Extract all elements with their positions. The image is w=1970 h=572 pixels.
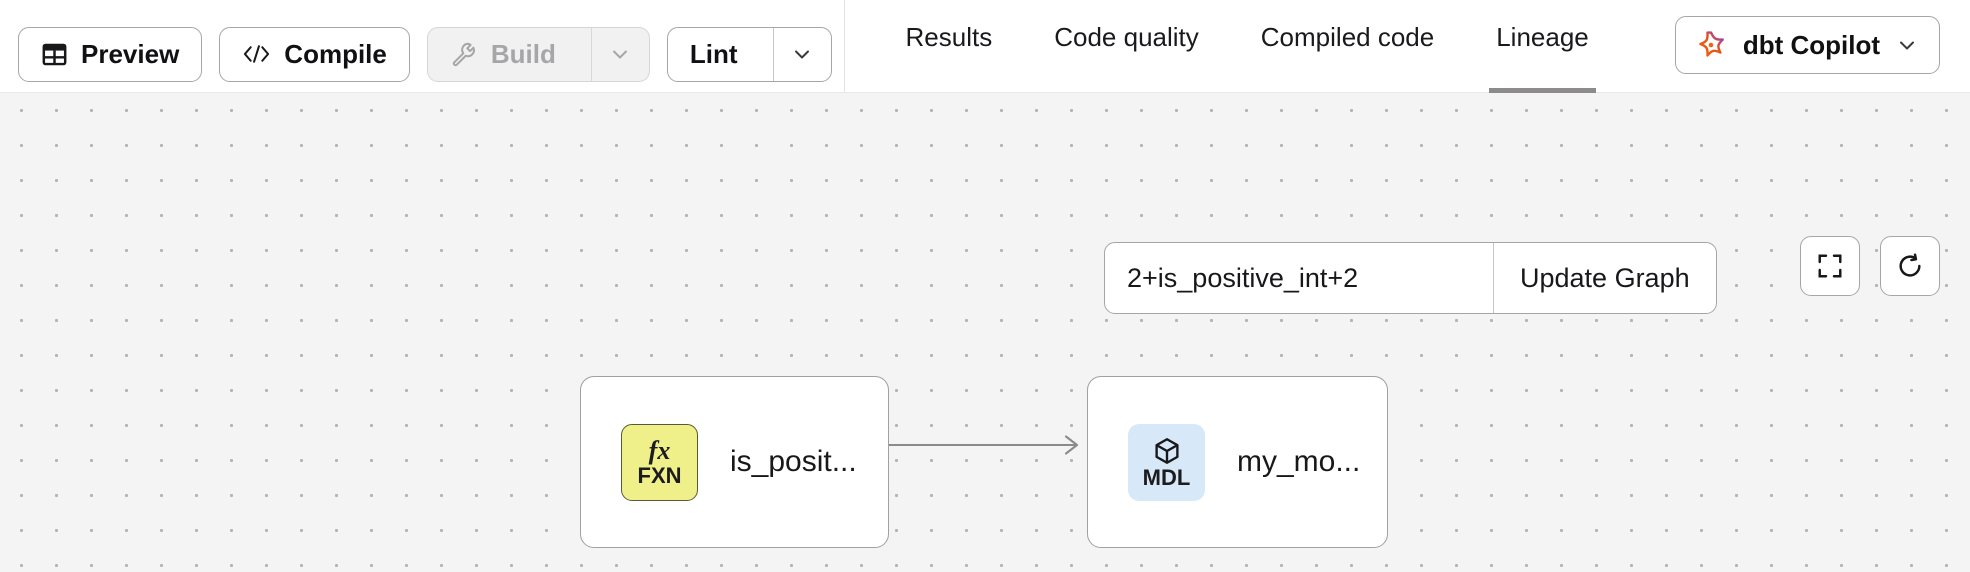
update-graph-label: Update Graph bbox=[1520, 262, 1690, 293]
fullscreen-icon bbox=[1816, 252, 1844, 280]
refresh-button[interactable] bbox=[1880, 236, 1940, 296]
tab-code-quality[interactable]: Code quality bbox=[1023, 0, 1230, 93]
lineage-node-fxn[interactable]: fx FXN is_posit... bbox=[580, 376, 889, 548]
compile-button-label: Compile bbox=[284, 38, 387, 69]
code-brackets-icon bbox=[242, 42, 271, 66]
graph-selector-input[interactable] bbox=[1105, 243, 1493, 313]
update-graph-button[interactable]: Update Graph bbox=[1493, 243, 1716, 313]
preview-button[interactable]: Preview bbox=[18, 26, 203, 82]
tab-code-quality-label: Code quality bbox=[1054, 22, 1199, 52]
fxn-badge-label: FXN bbox=[637, 462, 682, 488]
chevron-down-icon bbox=[608, 42, 632, 66]
preview-button-label: Preview bbox=[81, 38, 180, 69]
lint-button-label: Lint bbox=[689, 38, 738, 69]
graph-selector-bar: Update Graph bbox=[1104, 242, 1717, 314]
dbt-copilot-button[interactable]: dbt Copilot bbox=[1674, 16, 1940, 74]
chevron-down-icon bbox=[790, 42, 814, 66]
cube-glyph bbox=[1154, 437, 1179, 464]
lineage-node-fxn-title: is_posit... bbox=[730, 445, 857, 478]
wrench-icon bbox=[450, 40, 478, 68]
fit-view-button[interactable] bbox=[1800, 236, 1860, 296]
lineage-canvas[interactable]: Update Graph bbox=[0, 93, 1970, 572]
dbt-copilot-icon bbox=[1694, 28, 1728, 62]
tab-lineage[interactable]: Lineage bbox=[1465, 0, 1620, 93]
tab-results-label: Results bbox=[905, 22, 993, 52]
compile-button[interactable]: Compile bbox=[219, 26, 410, 82]
tab-compiled-code-label: Compiled code bbox=[1260, 22, 1435, 52]
copilot-container: dbt Copilot bbox=[1674, 0, 1970, 74]
toolbar-divider bbox=[843, 0, 845, 93]
canvas-controls bbox=[1800, 236, 1940, 296]
lineage-node-mdl[interactable]: MDL my_mo... bbox=[1087, 376, 1388, 548]
toolbar-header: Preview Compile bbox=[0, 0, 1970, 93]
cube-icon: MDL bbox=[1128, 423, 1205, 501]
action-button-group: Preview Compile bbox=[0, 0, 832, 92]
fxn-badge-glyph: fx bbox=[648, 435, 671, 465]
build-button[interactable]: Build bbox=[426, 26, 650, 82]
lint-button[interactable]: Lint bbox=[666, 26, 832, 82]
function-icon: fx FXN bbox=[621, 423, 698, 501]
tab-results[interactable]: Results bbox=[875, 0, 1024, 93]
dbt-copilot-label: dbt Copilot bbox=[1742, 29, 1880, 60]
chevron-down-icon bbox=[1895, 33, 1919, 57]
build-button-label: Build bbox=[490, 38, 556, 69]
lint-button-main[interactable]: Lint bbox=[668, 28, 760, 81]
table-icon bbox=[41, 41, 68, 68]
build-dropdown-toggle[interactable] bbox=[590, 27, 649, 81]
tab-lineage-label: Lineage bbox=[1496, 22, 1589, 52]
lint-dropdown-toggle[interactable] bbox=[772, 27, 831, 81]
lineage-edge bbox=[880, 433, 1090, 462]
tab-compiled-code[interactable]: Compiled code bbox=[1230, 0, 1465, 93]
refresh-icon bbox=[1896, 252, 1924, 280]
lineage-node-mdl-title: my_mo... bbox=[1237, 445, 1361, 478]
tab-bar: Results Code quality Compiled code Linea… bbox=[875, 0, 1620, 93]
build-button-main[interactable]: Build bbox=[428, 28, 578, 81]
mdl-badge-label: MDL bbox=[1142, 464, 1191, 490]
